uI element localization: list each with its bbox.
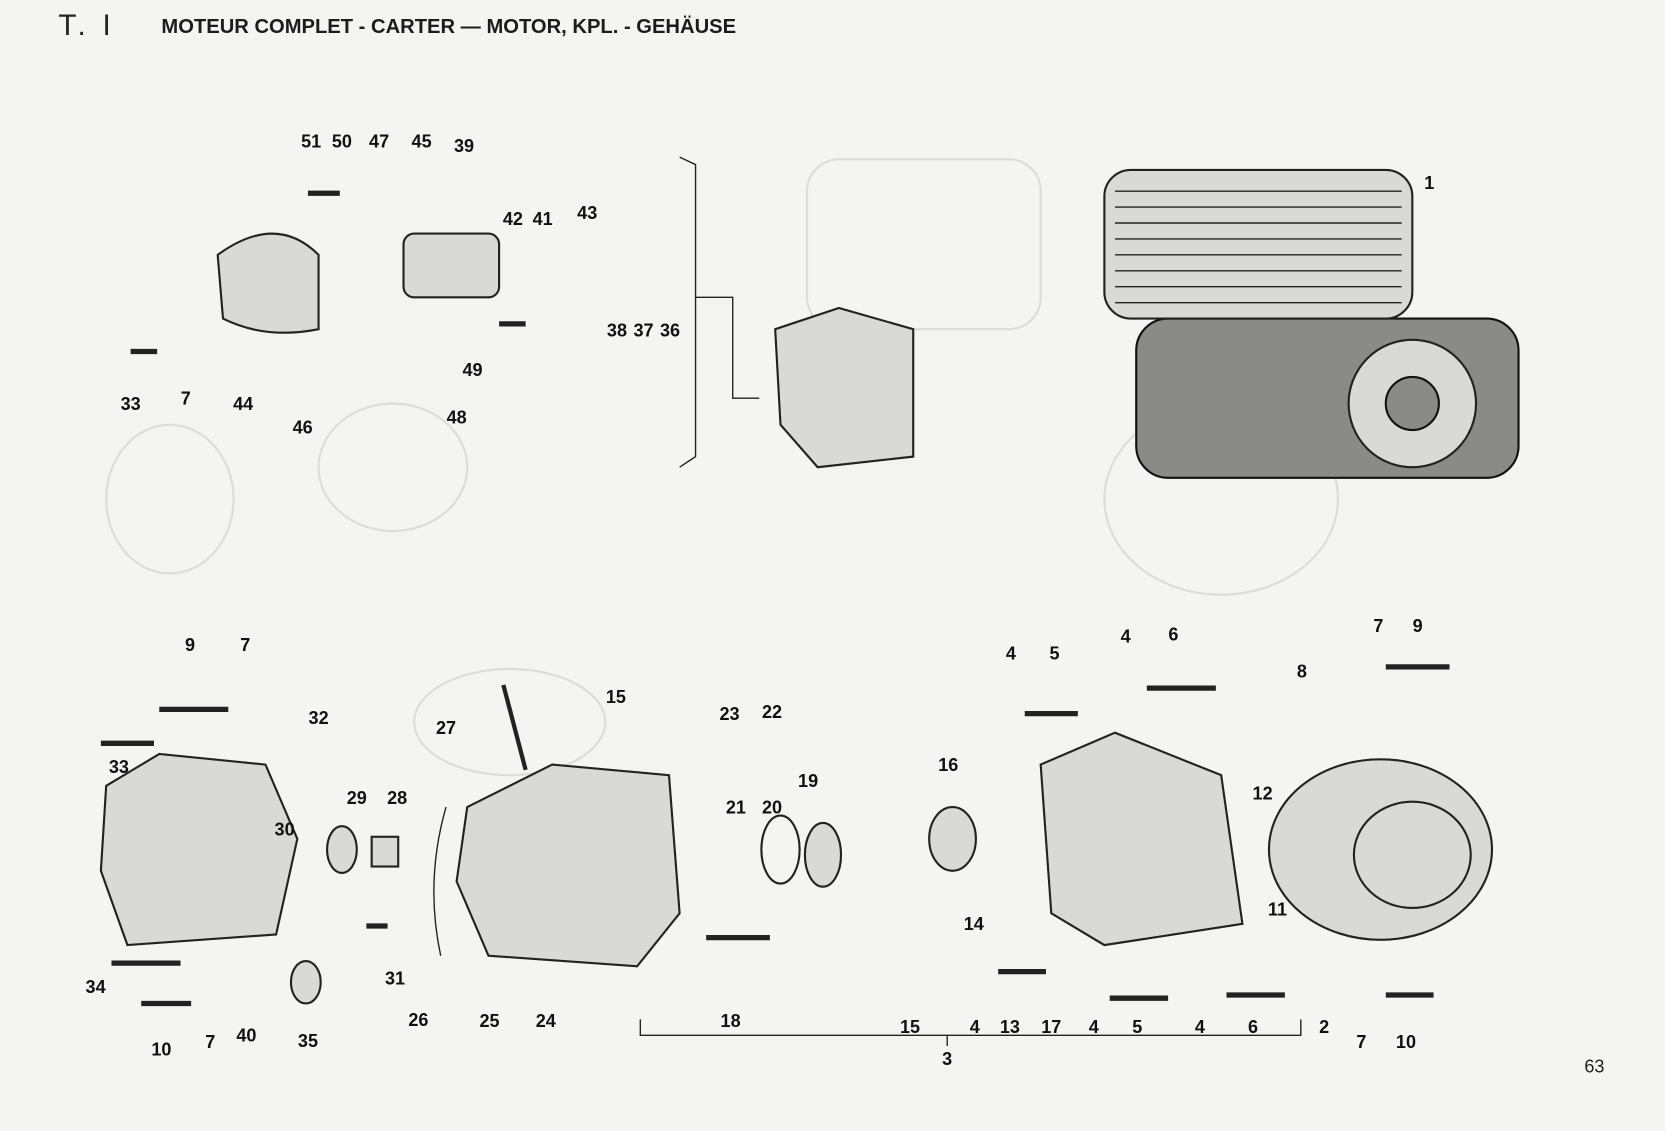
- part-callout-label: 47: [369, 131, 390, 152]
- part-callout-label: 50: [331, 131, 352, 152]
- part-callout-label: 39: [454, 135, 475, 157]
- part-callout-label: 1: [1424, 173, 1435, 194]
- part-callout-label: 37: [633, 320, 654, 341]
- part-callout-label: 43: [577, 202, 598, 223]
- part-callout-label: 4: [1194, 1017, 1205, 1038]
- part-callout-label: 31: [384, 968, 406, 989]
- part-callout-label: 14: [963, 914, 984, 935]
- crankcase-half-part-32: [99, 752, 299, 947]
- part-callout-label: 6: [1168, 624, 1179, 645]
- part-callout-label: 15: [900, 1017, 921, 1038]
- part-callout-label: 7: [1356, 1032, 1367, 1053]
- part-callout-label: 13: [999, 1017, 1020, 1038]
- gear-part-29: [326, 825, 358, 874]
- part-callout-label: 38: [606, 320, 628, 341]
- part-callout-label: 24: [535, 1010, 556, 1032]
- part-callout-label: 32: [308, 708, 329, 729]
- part-callout-label: 29: [346, 787, 367, 809]
- part-callout-label: 41: [532, 209, 553, 230]
- part-callout-label: 11: [1267, 899, 1288, 920]
- bearing-part-19: [803, 821, 843, 888]
- part-callout-label: 12: [1252, 783, 1273, 804]
- part-callout-label: 26: [408, 1009, 429, 1031]
- part-callout-label: 16: [938, 755, 959, 776]
- part-callout-label: 28: [387, 787, 408, 809]
- table-number: T. I: [58, 8, 116, 42]
- part-callout-label: 9: [1412, 615, 1423, 637]
- part-callout-label: 10: [1395, 1032, 1417, 1053]
- gear-part-35: [289, 959, 322, 1005]
- carburetor-part-39: [402, 232, 501, 299]
- part-callout-label: 27: [435, 717, 457, 739]
- part-callout-label: 4: [969, 1017, 980, 1038]
- part-callout-label: 4: [1005, 643, 1016, 664]
- bleed-through-ghost: [105, 158, 1340, 777]
- part-callout-label: 7: [240, 635, 251, 656]
- part-callout-label: 36: [660, 320, 681, 341]
- crankcase-half-part-17: [1039, 731, 1244, 947]
- part-callout-label: 40: [236, 1025, 257, 1046]
- part-callout-label: 5: [1132, 1017, 1143, 1038]
- part-callout-label: 19: [798, 770, 819, 792]
- part-callout-label: 5: [1049, 643, 1060, 664]
- part-callout-label: 18: [720, 1010, 741, 1032]
- circlip-part-20: [760, 814, 801, 885]
- bushing-part-28: [370, 835, 400, 868]
- part-callout-label: 49: [462, 359, 483, 381]
- page-number: 63: [1584, 1056, 1605, 1077]
- air-filter-housing-part-44: [216, 232, 320, 334]
- part-callout-label: 20: [761, 797, 783, 818]
- part-callout-label: 17: [1041, 1017, 1062, 1038]
- part-callout-label: 7: [180, 388, 191, 409]
- stud-part-27: [501, 684, 528, 771]
- part-callout-label: 30: [274, 819, 295, 840]
- part-callout-label: 8: [1296, 661, 1307, 682]
- part-callout-label: 44: [233, 393, 254, 415]
- crankcase-half-main: [455, 763, 681, 968]
- part-callout-label: 4: [1120, 626, 1131, 647]
- part-callout-label: 51: [301, 131, 322, 152]
- part-callout-label: 33: [108, 757, 129, 778]
- part-callout-label: 6: [1248, 1017, 1259, 1038]
- complete-engine-part-1: [1103, 168, 1520, 479]
- part-callout-label: 2: [1319, 1017, 1330, 1038]
- part-callout-label: 45: [411, 131, 432, 152]
- part-callout-label: 9: [185, 635, 196, 656]
- part-callout-label: 3: [942, 1049, 953, 1070]
- part-callout-label: 15: [605, 687, 626, 708]
- part-callout-label: 23: [719, 704, 740, 725]
- page-title: MOTEUR COMPLET - CARTER — MOTOR, KPL. - …: [161, 15, 737, 39]
- bearing-part-16: [928, 805, 977, 872]
- part-callout-label: 25: [479, 1010, 500, 1032]
- part-callout-label: 22: [761, 701, 783, 723]
- part-callout-label: 21: [725, 797, 746, 818]
- part-callout-label: 48: [446, 407, 467, 428]
- part-callout-label: 34: [85, 976, 106, 998]
- part-callout-label: 33: [120, 393, 141, 415]
- part-callout-label: 7: [205, 1032, 216, 1053]
- crankcase-cover-small: [774, 306, 915, 469]
- part-callout-label: 10: [151, 1039, 172, 1060]
- part-callout-label: 7: [1373, 615, 1384, 637]
- part-callout-label: 42: [502, 209, 523, 230]
- part-callout-label: 4: [1088, 1017, 1099, 1038]
- part-callout-label: 35: [297, 1031, 318, 1052]
- gasket-part-26: [433, 806, 447, 956]
- part-callout-label: 46: [292, 417, 313, 438]
